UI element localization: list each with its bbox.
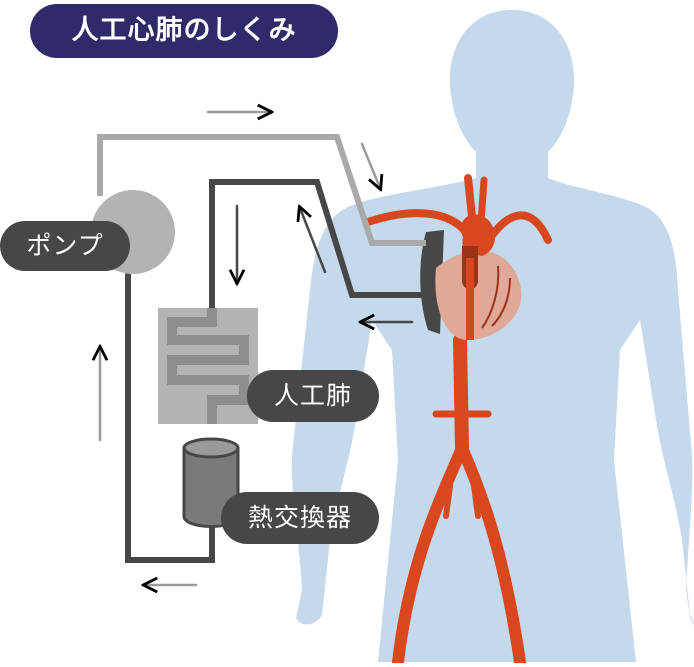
flow-arrows <box>100 112 414 585</box>
tube-lung-to-pump <box>125 270 215 563</box>
tube-heart-to-lung <box>209 179 426 310</box>
pump-label: ポンプ <box>0 221 130 271</box>
human-body-silhouette <box>291 10 694 662</box>
artificial-lung-label: 人工肺 <box>247 370 379 422</box>
tube-pump-to-heart <box>97 134 426 246</box>
artificial-lung-device <box>158 308 258 424</box>
page-title: 人工心肺のしくみ <box>30 4 338 58</box>
arrow-diagonal-down <box>360 142 380 188</box>
arrow-diagonal-up <box>300 208 327 274</box>
heat-exchanger-label: 熱交換器 <box>221 492 379 544</box>
heart <box>420 214 522 341</box>
